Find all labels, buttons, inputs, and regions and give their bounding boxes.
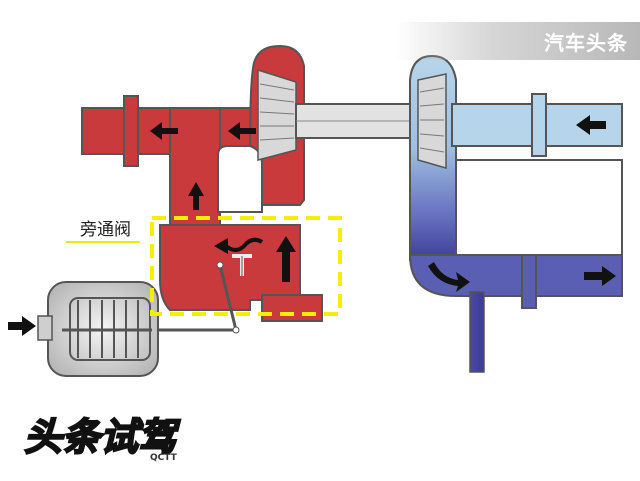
bypass-valve-flap bbox=[232, 254, 252, 276]
logo-sub-text: QCTT bbox=[150, 453, 178, 463]
flow-arrows bbox=[8, 115, 616, 336]
flow-arrow-icon bbox=[150, 122, 178, 140]
bypass-valve-highlight bbox=[150, 216, 342, 316]
flow-arrow-icon bbox=[584, 266, 616, 286]
flow-arrow-icon bbox=[228, 122, 256, 140]
flow-arrow-icon bbox=[8, 316, 36, 336]
turbo-shaft bbox=[295, 103, 421, 139]
flow-arrow-icon bbox=[214, 238, 228, 254]
bypass-valve-label: 旁通阀 bbox=[80, 220, 131, 240]
flow-arrow-icon bbox=[276, 236, 296, 282]
flow-arrow-icon bbox=[188, 182, 204, 210]
bypass-flow-arrow-icon bbox=[224, 237, 264, 252]
actuator-linkage bbox=[150, 261, 240, 334]
watermark-banner: 汽车头条 bbox=[395, 22, 640, 60]
flow-arrow-icon bbox=[428, 262, 470, 292]
flow-arrow-icon bbox=[576, 115, 606, 135]
turbine-wheel-icon bbox=[257, 68, 297, 161]
compressor-wheel-icon bbox=[417, 73, 447, 169]
logo-main-text: 头条试驾 bbox=[24, 415, 181, 459]
wastegate-actuator bbox=[37, 281, 159, 377]
logo: 头条试驾 QCTT bbox=[23, 414, 182, 463]
watermark-text: 汽车头条 bbox=[544, 30, 628, 55]
bypass-label-underline bbox=[66, 241, 140, 243]
